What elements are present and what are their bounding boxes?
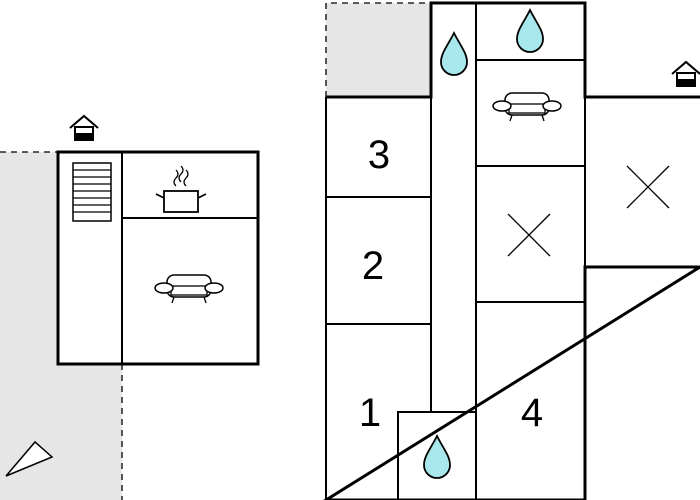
right-building (323, 1, 700, 500)
entrance-icon (671, 60, 700, 87)
terrace-left-outline (0, 151, 123, 500)
interior-walls (325, 3, 586, 500)
cross-mark-icon (626, 165, 670, 209)
room-3-label: 3 (368, 133, 390, 177)
sofa-icon (154, 274, 224, 304)
room-1-label: 1 (359, 391, 381, 435)
terrace-top (326, 3, 431, 97)
water-drop-icon (516, 7, 544, 53)
water-drop-icon (440, 30, 468, 76)
outdoor-areas (0, 2, 431, 500)
stairs-icon (72, 162, 112, 222)
cross-mark-icon (507, 213, 551, 257)
room-2-label: 2 (362, 244, 384, 288)
terrace-top-outline (325, 2, 431, 97)
entrance-icon (69, 114, 99, 141)
water-drop-icon (423, 433, 451, 479)
sofa-icon (492, 92, 562, 122)
terrace-left (0, 152, 122, 500)
cooking-pot-icon (155, 165, 207, 213)
room-labels: 3 2 1 4 (359, 133, 543, 435)
compass-north-icon (5, 440, 54, 477)
room-4-label: 4 (521, 391, 543, 435)
